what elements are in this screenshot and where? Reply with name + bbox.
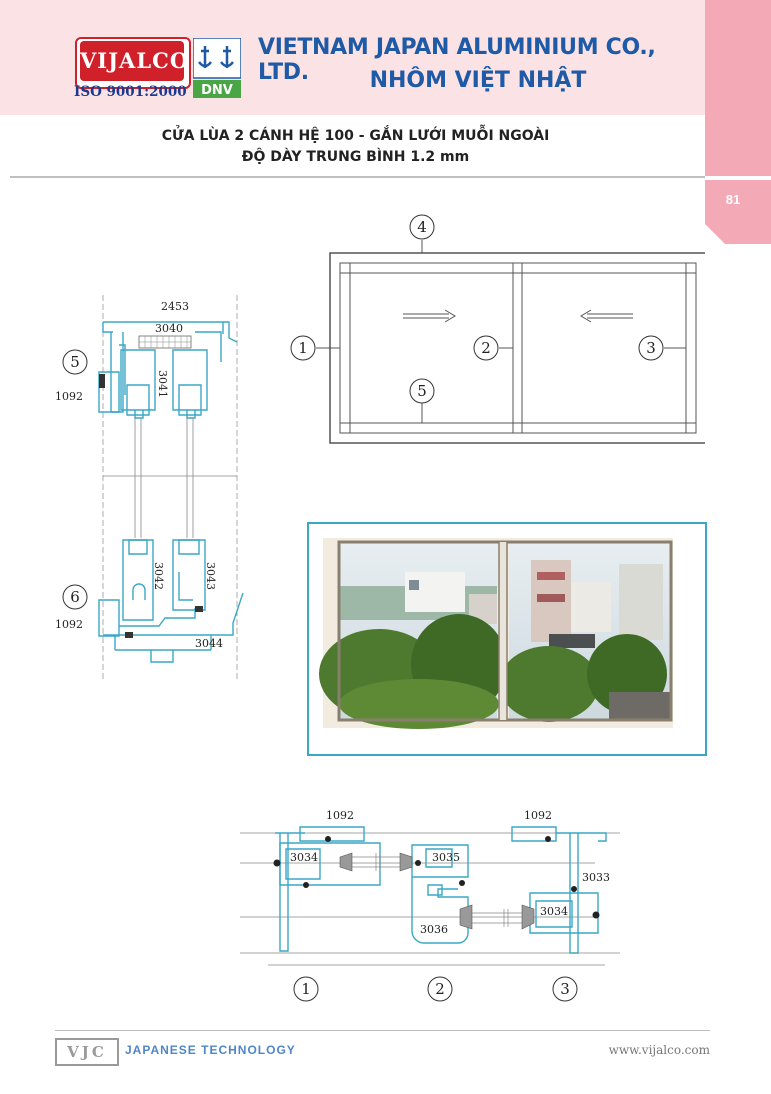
code-2453: 2453 bbox=[161, 300, 189, 313]
code-1092-right: 1092 bbox=[524, 809, 552, 822]
code-3034-right: 3034 bbox=[540, 905, 568, 918]
dnv-certification-logo: DNV bbox=[193, 38, 241, 98]
vijalco-logo: VIJALCO bbox=[80, 41, 188, 81]
window-elevation-drawing: 4 1 2 3 5 bbox=[290, 214, 705, 444]
callout-5-section: 5 bbox=[70, 353, 80, 371]
callout-1-hsection: 1 bbox=[301, 980, 311, 998]
code-3036: 3036 bbox=[420, 923, 448, 936]
product-subtitle: ĐỘ DÀY TRUNG BÌNH 1.2 mm bbox=[241, 149, 470, 165]
iso-certification: ISO 9001:2000 bbox=[74, 84, 187, 100]
callout-2: 2 bbox=[481, 339, 491, 357]
company-name-en: VIETNAM JAPAN ALUMINIUM CO., LTD. bbox=[258, 35, 656, 85]
window-photo-image bbox=[319, 538, 673, 729]
product-title: CỬA LÙA 2 CÁNH HỆ 100 - GẮN LƯỚI MUỖI NG… bbox=[161, 128, 550, 144]
code-3033: 3033 bbox=[582, 871, 610, 884]
footer-website-link[interactable]: www.vijalco.com bbox=[608, 1043, 710, 1057]
code-3035: 3035 bbox=[432, 851, 460, 864]
callout-3-hsection: 3 bbox=[560, 980, 570, 998]
code-3044: 3044 bbox=[195, 637, 223, 650]
dnv-mark-text: DNV bbox=[201, 83, 233, 98]
vertical-section-drawing: 2453 3040 1092 3041 3042 3043 1092 3044 … bbox=[55, 295, 244, 682]
elevation-callouts: 4 1 2 3 5 bbox=[290, 214, 664, 404]
installed-window-photo bbox=[307, 522, 707, 756]
callout-6-section: 6 bbox=[70, 588, 80, 606]
page-tab-shape bbox=[705, 180, 771, 244]
code-3042: 3042 bbox=[152, 562, 165, 590]
code-3043: 3043 bbox=[204, 562, 217, 590]
code-3041: 3041 bbox=[156, 370, 169, 398]
footer-divider bbox=[55, 1030, 710, 1031]
page-number: 81 bbox=[725, 192, 741, 207]
callout-5: 5 bbox=[417, 382, 427, 400]
title-divider bbox=[10, 176, 705, 178]
vjc-logo: VJC bbox=[55, 1038, 119, 1066]
code-3034-left: 3034 bbox=[290, 851, 318, 864]
callout-3: 3 bbox=[646, 339, 656, 357]
code-1092-left: 1092 bbox=[326, 809, 354, 822]
code-1092-bottom: 1092 bbox=[55, 618, 83, 631]
callout-1: 1 bbox=[298, 339, 308, 357]
side-tab bbox=[705, 0, 771, 176]
code-3040: 3040 bbox=[155, 322, 183, 335]
callout-4: 4 bbox=[417, 218, 427, 236]
horizontal-section-drawing: 1092 1092 3034 3035 3033 3036 3034 1 2 3 bbox=[240, 809, 620, 1002]
code-1092-top: 1092 bbox=[55, 390, 83, 403]
company-name-vn: NHÔM VIỆT NHẬT bbox=[369, 68, 587, 93]
callout-2-hsection: 2 bbox=[435, 980, 445, 998]
footer-tagline: JAPANESE TECHNOLOGY bbox=[125, 1043, 296, 1057]
